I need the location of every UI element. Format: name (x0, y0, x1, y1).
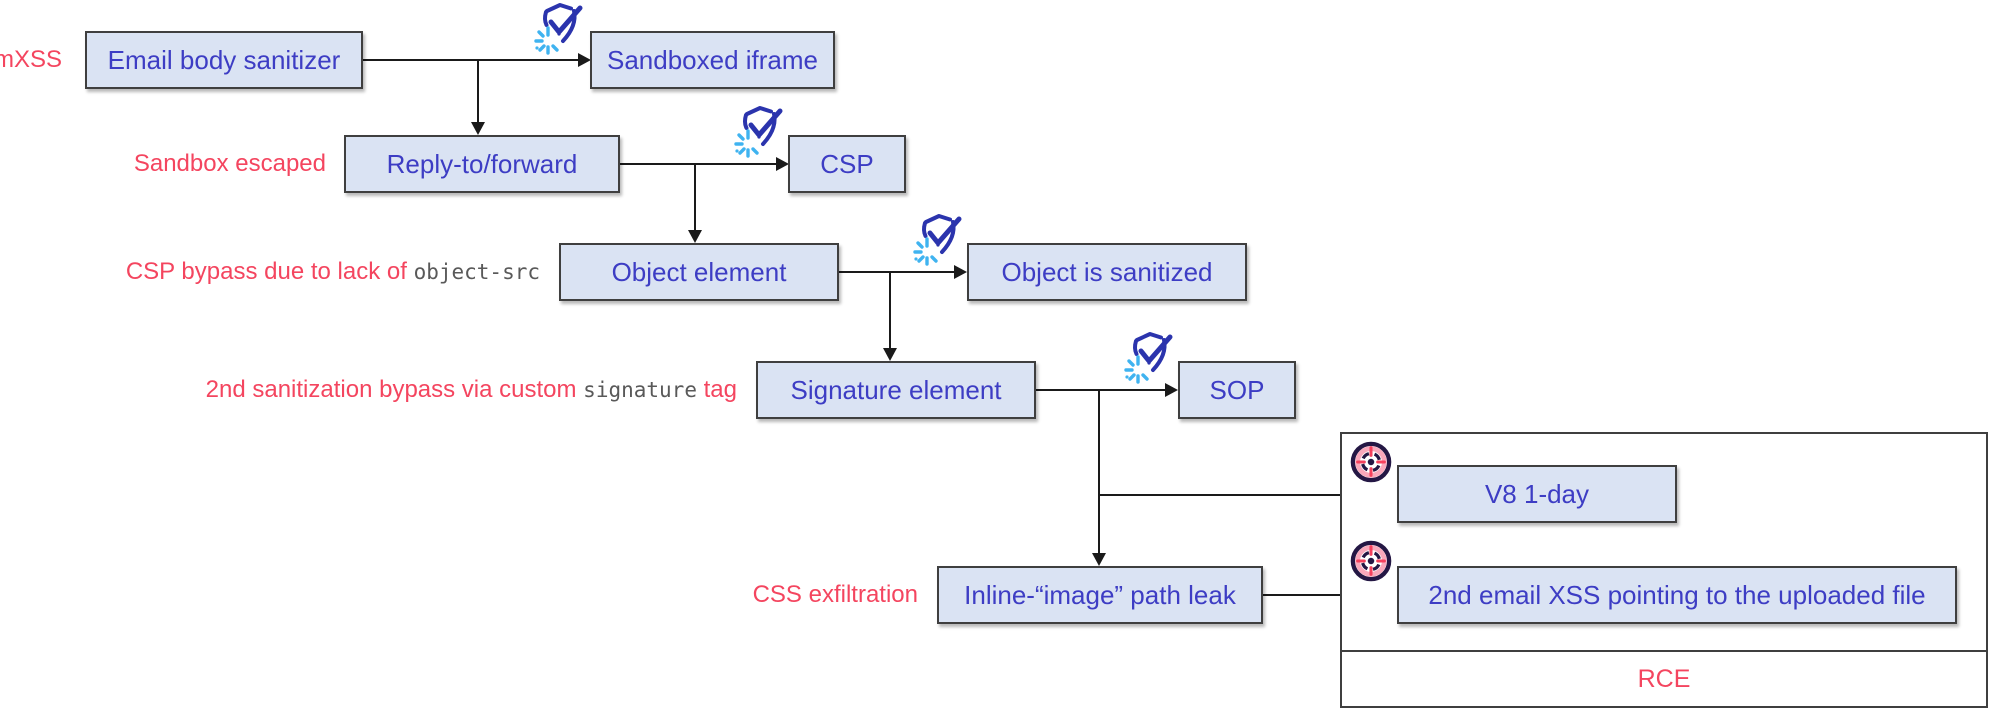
arrow-line (1098, 389, 1100, 555)
node-second-email-xss: 2nd email XSS pointing to the uploaded f… (1397, 566, 1957, 624)
exploit-target-icon (1350, 540, 1392, 582)
node-sandboxed-iframe: Sandboxed iframe (590, 31, 835, 89)
stage-label-mxss: mXSS (0, 46, 62, 73)
arrow-line (620, 163, 778, 165)
stage-label-code: signature (583, 378, 697, 402)
node-v8-1day: V8 1-day (1397, 465, 1677, 523)
arrowhead (954, 265, 967, 279)
shield-bypass-icon (1124, 332, 1173, 384)
rce-label: RCE (1637, 664, 1691, 693)
node-email-body-sanitizer: Email body sanitizer (85, 31, 363, 89)
node-signature-element: Signature element (756, 361, 1036, 419)
node-object-is-sanitized: Object is sanitized (967, 243, 1247, 301)
arrow-line (363, 59, 579, 61)
stage-label-sanitization-bypass: 2nd sanitization bypass via custom signa… (206, 375, 737, 405)
arrowhead (578, 53, 591, 67)
node-csp: CSP (788, 135, 906, 193)
shield-bypass-icon (913, 214, 962, 266)
stage-label-text: 2nd sanitization bypass via custom (205, 376, 584, 403)
arrowhead (688, 230, 702, 243)
arrow-line (889, 271, 891, 351)
exploit-target-icon (1350, 441, 1392, 483)
arrow-line (839, 271, 957, 273)
node-inline-image-path-leak: Inline-“image” path leak (937, 566, 1263, 624)
arrow-line (1036, 389, 1168, 391)
arrow-line (1263, 594, 1385, 596)
stage-label-sandbox-escaped: Sandbox escaped (133, 150, 326, 177)
node-reply-to-forward: Reply-to/forward (344, 135, 620, 193)
arrowhead (471, 122, 485, 135)
stage-label-text: CSP bypass due to lack of (125, 258, 414, 285)
stage-label-css-exfiltration: CSS exfiltration (752, 581, 918, 608)
node-sop: SOP (1178, 361, 1296, 419)
arrowhead (1092, 553, 1106, 566)
shield-bypass-icon (734, 106, 783, 158)
arrow-line (694, 163, 696, 233)
arrowhead (1165, 383, 1178, 397)
arrow-line (477, 59, 479, 125)
arrowhead (776, 157, 789, 171)
node-object-element: Object element (559, 243, 839, 301)
arrow-line (1099, 494, 1387, 496)
stage-label-csp-bypass: CSP bypass due to lack of object-src (126, 257, 540, 287)
arrowhead (883, 348, 897, 361)
container-divider (1340, 650, 1988, 652)
stage-label-text: tag (696, 376, 737, 403)
stage-label-code: object-src (413, 260, 540, 284)
shield-bypass-icon (534, 3, 583, 55)
